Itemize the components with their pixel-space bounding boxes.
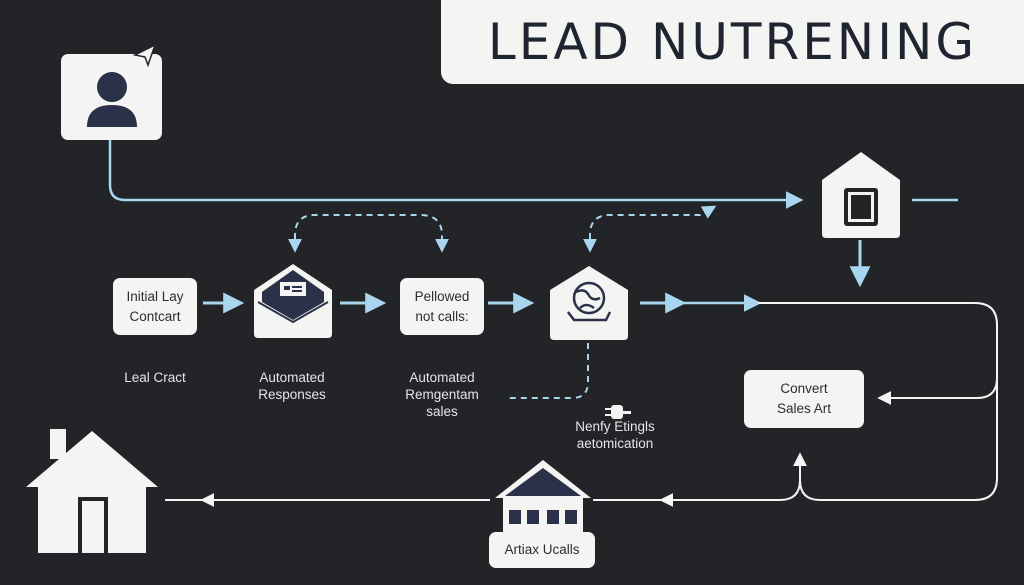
user-to-phone-line (108, 140, 804, 209)
phone-icon (822, 152, 900, 238)
automated-remgentam-line3: sales (426, 404, 458, 419)
user-card[interactable] (61, 54, 162, 140)
convert-line1: Convert (780, 381, 828, 396)
page-title: LEAD NUTRENING (487, 13, 978, 71)
artiax-card[interactable]: Artiax Ucalls (489, 532, 595, 568)
convert-line2: Sales Art (776, 401, 832, 416)
automated-remgentam-line2: Remgentam (405, 387, 479, 402)
user-icon (86, 72, 137, 127)
pellowed-card[interactable]: Pellowed not calls: (400, 278, 484, 335)
globe-icon (550, 266, 628, 340)
email-icon (254, 264, 332, 338)
convert-card[interactable]: Convert Sales Art (744, 370, 864, 428)
email-dashed-loop (288, 214, 449, 253)
email-card[interactable] (252, 262, 334, 338)
artiax-label: Artiax Ucalls (504, 542, 580, 557)
automated-remgentam-label: Automated Remgentam sales (382, 369, 502, 420)
leal-cract-text: Leal Cract (124, 370, 186, 385)
title-banner: LEAD NUTRENING (441, 0, 1024, 84)
send-icon (132, 43, 157, 68)
bottom-white-mid (593, 479, 801, 501)
pellowed-line1: Pellowed (414, 288, 470, 304)
leal-cract-label: Leal Cract (100, 369, 210, 386)
nenfy-line2: aetomication (576, 436, 654, 451)
automated-remgentam-line1: Automated (409, 370, 475, 385)
initial-contact-line2: Contcart (129, 308, 181, 324)
right-white-loop (758, 302, 998, 405)
automated-responses-line1: Automated (259, 370, 325, 385)
globe-card[interactable] (548, 264, 630, 340)
right-white-outer (793, 378, 998, 501)
nenfy-label: Nenfy Etingls aetomication (550, 418, 680, 452)
house-icon[interactable] (22, 425, 162, 555)
plug-icon (605, 405, 631, 419)
globe-down-dashed (505, 343, 589, 399)
automated-responses-line2: Responses (258, 387, 326, 402)
initial-contact-card[interactable]: Initial Lay Contcart (113, 278, 197, 335)
pellowed-line2: not calls: (415, 308, 469, 324)
warehouse-icon[interactable] (493, 458, 593, 538)
automated-responses-label: Automated Responses (232, 369, 352, 403)
globe-dashed-loop (583, 205, 717, 253)
phone-house-card[interactable] (820, 150, 902, 238)
nenfy-line1: Nenfy Etingls (575, 419, 655, 434)
initial-contact-line1: Initial Lay (126, 288, 184, 304)
